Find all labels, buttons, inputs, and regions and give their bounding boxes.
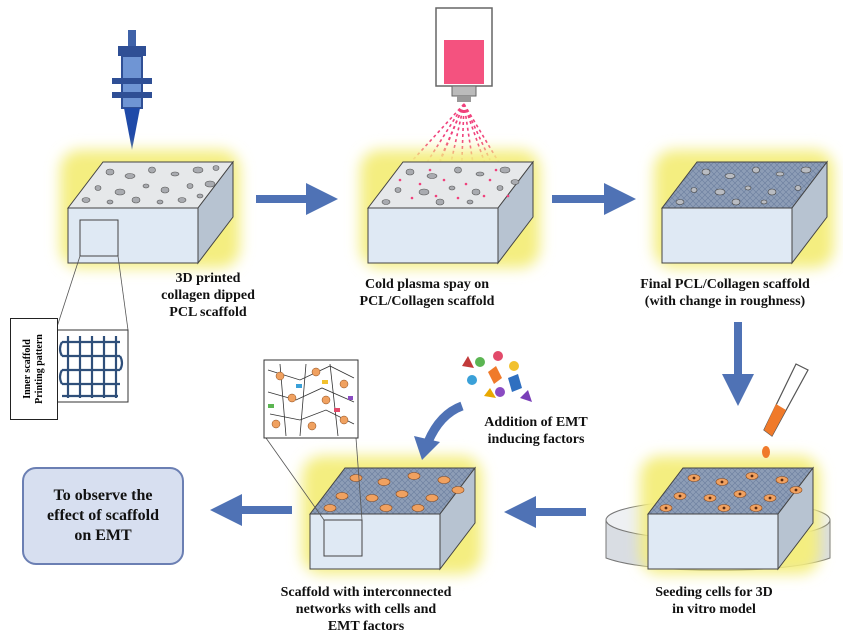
pipette-icon [762, 363, 809, 458]
emt-factors-icon [462, 351, 532, 402]
label-plasma: Cold plasma spay on PCL/Collagen scaffol… [359, 277, 495, 309]
scaffold-seeding [640, 456, 820, 574]
syringe-icon [112, 30, 152, 150]
label-emt-addition: Addition of EMT inducing factors [484, 415, 588, 447]
arrow-curved-emt [414, 401, 464, 460]
scaffold-network [265, 437, 482, 574]
inner-pattern-zoom [55, 255, 129, 403]
scaffold-plasma [360, 150, 540, 268]
label-network: Scaffold with interconnected networks wi… [280, 585, 452, 634]
plasma-spray-icon [435, 7, 493, 102]
label-seeding: Seeding cells for 3D in vitro model [655, 585, 773, 617]
label-inner-pattern: Inner scaffold Printing pattern [10, 318, 58, 420]
network-zoom [263, 359, 359, 439]
observe-box: To observe the effect of scaffold on EMT [22, 467, 184, 565]
label-final: Final PCL/Collagen scaffold (with change… [640, 277, 810, 309]
label-printed: 3D printed collagen dipped PCL scaffold [161, 271, 255, 320]
scaffold-final [654, 150, 834, 268]
scaffold-printed [60, 150, 240, 268]
